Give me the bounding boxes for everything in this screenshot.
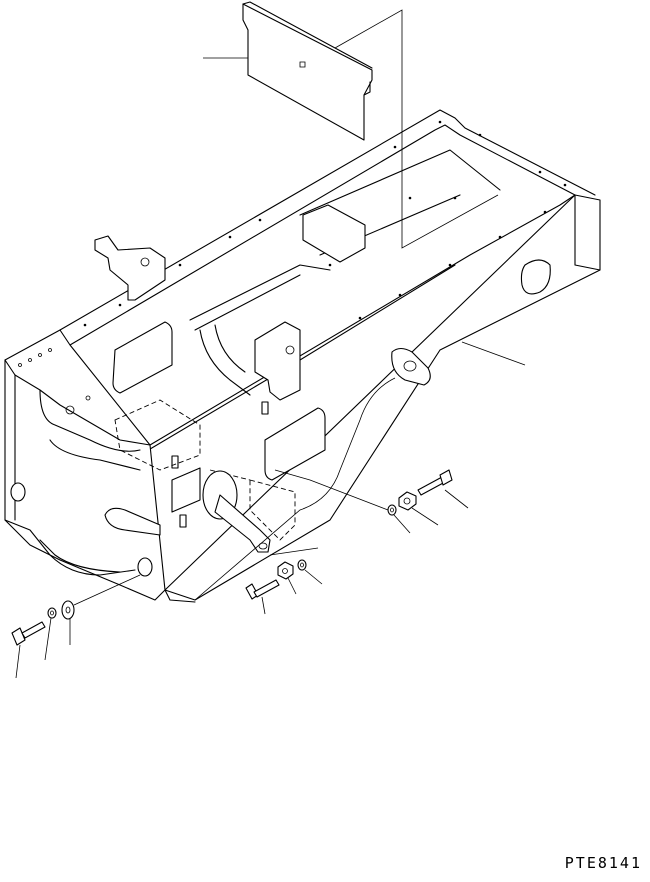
- bolt-center-leader: [262, 597, 265, 614]
- nut-center-leader: [288, 578, 296, 594]
- bolt-right-leader: [445, 490, 468, 508]
- main-frame[interactable]: [5, 110, 600, 602]
- cover-plate[interactable]: [243, 2, 372, 140]
- nut-right[interactable]: [399, 492, 416, 510]
- washer-left-leader: [45, 618, 51, 660]
- washer-right-leader: [394, 515, 410, 533]
- washer-center[interactable]: [298, 560, 306, 570]
- nut-right-leader: [412, 508, 438, 525]
- flange-bracket[interactable]: [392, 349, 430, 386]
- flange-guide-line: [195, 378, 395, 600]
- bolt-left[interactable]: [12, 622, 45, 645]
- flange-leader: [462, 342, 525, 365]
- mount-lug-guide-line: [270, 548, 318, 555]
- mount-lug[interactable]: [203, 471, 270, 552]
- left-set-guide-line: [74, 575, 140, 605]
- cover-plate-guide-line: [335, 10, 498, 248]
- bolt-left-leader: [16, 645, 20, 678]
- washer-center-leader: [305, 570, 322, 584]
- right-set-guide-line: [275, 470, 388, 510]
- drawing-id-label: PTE8141: [564, 854, 642, 872]
- bolt-center[interactable]: [246, 580, 279, 599]
- spacer-left[interactable]: [62, 601, 74, 619]
- bolt-right[interactable]: [418, 470, 452, 495]
- nut-center[interactable]: [278, 562, 293, 579]
- washer-right[interactable]: [388, 505, 396, 515]
- washer-left[interactable]: [48, 608, 56, 618]
